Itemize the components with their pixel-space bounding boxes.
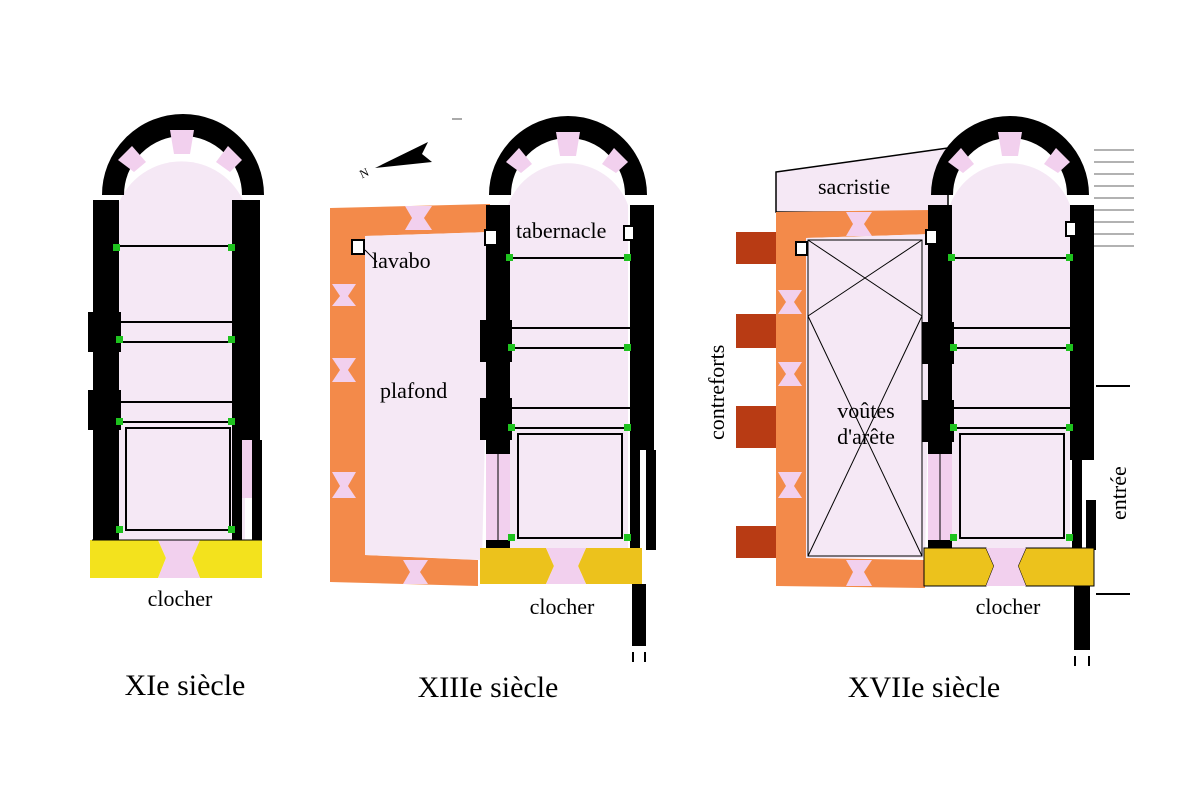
apse-wall bbox=[102, 114, 264, 196]
belltower-wall-right bbox=[578, 548, 642, 584]
apse-window bbox=[1044, 148, 1070, 173]
belltower-wall-left bbox=[90, 540, 166, 578]
lavabo-icon bbox=[351, 239, 365, 255]
belltower-opening bbox=[986, 548, 1026, 586]
nave-interior bbox=[950, 163, 1070, 548]
tabernacle-niche bbox=[1065, 221, 1077, 237]
tabernacle-niche bbox=[623, 225, 635, 241]
north-arrow-icon bbox=[375, 142, 432, 168]
label-voutes-line1: voûtes bbox=[837, 398, 894, 423]
belltower-wall-right bbox=[192, 540, 262, 578]
label-clocher: clocher bbox=[148, 586, 213, 611]
label-tabernacle: tabernacle bbox=[516, 218, 606, 243]
south-wall-lower bbox=[646, 450, 656, 550]
plan-17th-century: sacristie contreforts voûtes bbox=[704, 116, 1134, 704]
belltower-opening bbox=[546, 548, 586, 584]
door-splay bbox=[242, 440, 252, 498]
groin-vault-lines bbox=[807, 239, 923, 557]
caption-17th-century: XVIIe siècle bbox=[848, 671, 1000, 704]
hatch-lines bbox=[1094, 149, 1134, 595]
dash-marks bbox=[1074, 656, 1090, 666]
south-wall bbox=[630, 205, 654, 450]
added-chapel-interior bbox=[365, 232, 490, 560]
added-chapel-wall bbox=[330, 204, 490, 586]
south-wall-lower bbox=[630, 450, 640, 550]
nave-interior bbox=[508, 163, 628, 548]
chapel-wall-openings bbox=[332, 206, 432, 584]
nave-interior bbox=[118, 161, 245, 540]
wall-pilaster bbox=[922, 400, 954, 442]
label-sacristie: sacristie bbox=[818, 174, 890, 199]
south-wall-lower bbox=[252, 440, 262, 540]
plan-11th-century: clocher XIe siècle bbox=[88, 114, 264, 702]
caption-11th-century: XIe siècle bbox=[125, 669, 246, 702]
apse-window bbox=[506, 148, 532, 173]
pillar-markers bbox=[948, 254, 1073, 541]
apse-window bbox=[556, 132, 580, 156]
buttresses bbox=[736, 232, 776, 558]
pillar-markers bbox=[113, 244, 235, 533]
north-wall bbox=[93, 200, 119, 540]
belltower-wall-right bbox=[1017, 547, 1095, 587]
wall-pilaster bbox=[88, 312, 121, 352]
chapel-wall-openings bbox=[778, 212, 872, 586]
added-chapel-wall bbox=[776, 210, 932, 588]
label-contreforts: contreforts bbox=[704, 345, 729, 440]
belltower-opening bbox=[158, 540, 200, 578]
apse-wall bbox=[931, 116, 1089, 196]
label-plafond: plafond bbox=[380, 378, 447, 403]
wall-pilaster bbox=[480, 398, 512, 440]
south-wall-lower bbox=[232, 440, 242, 540]
west-wall-extension bbox=[1074, 586, 1090, 650]
bay-lines bbox=[119, 245, 232, 531]
tabernacle-icon bbox=[484, 229, 498, 246]
bay-lines bbox=[510, 257, 630, 539]
apse-window bbox=[948, 148, 974, 173]
south-wall-lower bbox=[1072, 460, 1082, 550]
west-wall-extension bbox=[632, 584, 646, 646]
wall-pilaster bbox=[480, 320, 512, 362]
label-entree: entrée bbox=[1106, 466, 1131, 520]
plan-13th-century: N lavabo plafond tabernacle bbox=[330, 116, 656, 704]
apse-window bbox=[118, 146, 146, 172]
apse-window bbox=[216, 146, 242, 172]
wall-pilaster bbox=[88, 390, 121, 430]
bay-lines bbox=[952, 257, 1070, 539]
caption-13th-century: XIIIe siècle bbox=[418, 671, 559, 704]
apse-window bbox=[170, 130, 194, 154]
vaulted-chapel-interior bbox=[806, 234, 932, 558]
label-lavabo: lavabo bbox=[372, 248, 431, 273]
apse-window bbox=[602, 148, 628, 173]
label-voutes-line2: d'arête bbox=[837, 424, 895, 449]
dash-marks bbox=[632, 652, 646, 662]
belltower-wall-left bbox=[923, 547, 995, 587]
label-clocher: clocher bbox=[976, 594, 1041, 619]
south-wall bbox=[1070, 205, 1094, 460]
lavabo-leader bbox=[364, 249, 378, 263]
south-wall bbox=[232, 200, 260, 440]
south-wall-lower bbox=[1086, 500, 1096, 550]
belltower-wall-left bbox=[480, 548, 554, 584]
lavabo-icon bbox=[795, 241, 808, 256]
apse-window bbox=[998, 132, 1022, 156]
apse-wall bbox=[489, 116, 647, 196]
north-arrow-label: N bbox=[357, 165, 371, 181]
label-clocher: clocher bbox=[530, 594, 595, 619]
pillar-markers bbox=[506, 254, 631, 541]
tabernacle-icon bbox=[925, 229, 938, 245]
wall-pilaster bbox=[922, 322, 954, 364]
